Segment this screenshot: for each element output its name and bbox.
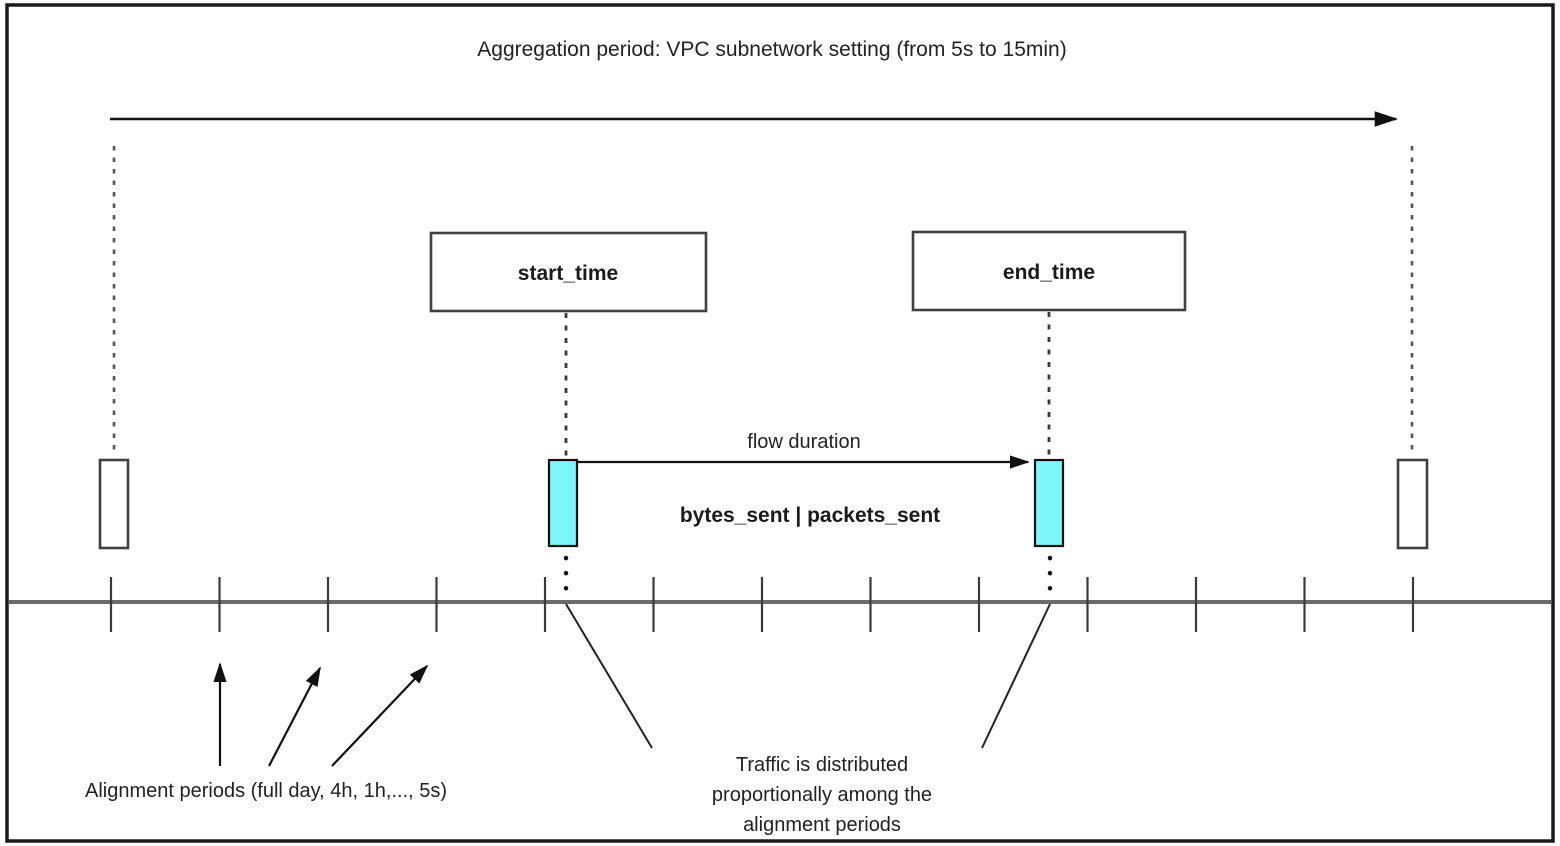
flow-start-highlight-marker (547, 458, 579, 548)
traffic-callout-line-left (565, 603, 653, 749)
end-time-box (911, 230, 1187, 312)
traffic-note-line1: Traffic is distributed (736, 754, 908, 776)
alignment-pointer-arrow-2 (268, 666, 321, 767)
figure-border (5, 3, 1555, 843)
start-time-box (429, 231, 708, 313)
end-time-label: end_time (1003, 261, 1095, 284)
traffic-callout-line-right (981, 603, 1051, 749)
alignment-periods-label: Alignment periods (full day, 4h, 1h,...,… (85, 780, 447, 802)
flow-end-highlight-marker (1033, 458, 1065, 548)
alignment-pointer-arrow-3 (331, 664, 429, 767)
traffic-note-line2: proportionally among the (712, 784, 932, 806)
diagram-title: Aggregation period: VPC subnetwork setti… (477, 38, 1066, 61)
timeline-ticks (109, 577, 1415, 632)
flow-duration-label: flow duration (747, 431, 860, 453)
edge-period-marker-left (98, 458, 130, 550)
traffic-note-line3: alignment periods (743, 814, 901, 836)
start-time-label: start_time (518, 262, 618, 285)
flow-metrics-label: bytes_sent | packets_sent (680, 504, 940, 527)
edge-period-marker-right (1396, 458, 1429, 550)
